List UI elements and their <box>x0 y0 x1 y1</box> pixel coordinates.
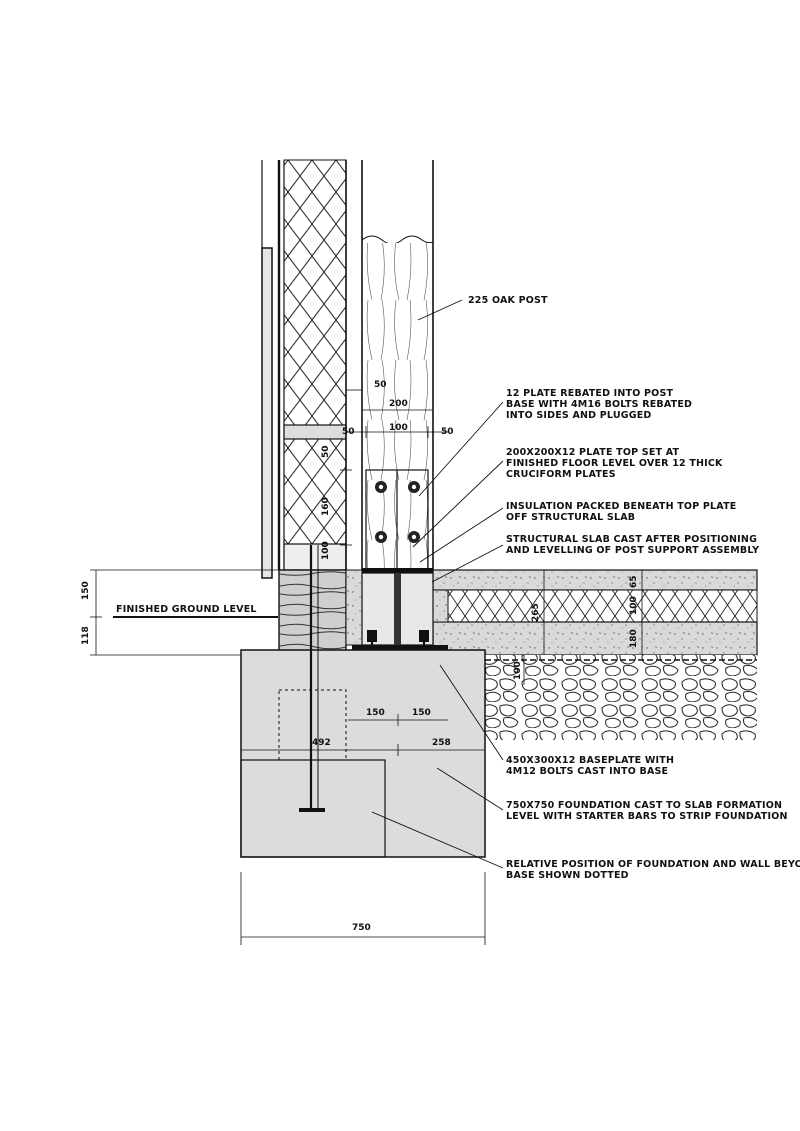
dim-160: 160 <box>321 497 331 516</box>
hardcore-fill <box>485 655 757 740</box>
dim-100-slab: 100 <box>629 596 639 615</box>
note-foundation-2: LEVEL WITH STARTER BARS TO STRIP FOUNDAT… <box>506 811 788 822</box>
oak-post <box>361 160 434 573</box>
dim-50-vert: 50 <box>321 445 331 458</box>
sole-plate <box>283 543 347 571</box>
foundation-pad <box>240 649 486 858</box>
dimensions <box>90 389 648 945</box>
post-bolts <box>375 481 420 543</box>
note-baseplate-1: 450X300X12 BASEPLATE WITH <box>506 755 674 766</box>
note-structural-slab-2: AND LEVELLING OF POST SUPPORT ASSEMBLY <box>506 545 759 556</box>
note-plate-rebated-3: INTO SIDES AND PLUGGED <box>506 410 652 421</box>
wall-insulation-lower <box>283 438 347 545</box>
dim-258: 258 <box>432 738 451 748</box>
note-baseplate-2: 4M12 BOLTS CAST INTO BASE <box>506 766 668 777</box>
dim-50-left: 50 <box>342 427 355 437</box>
dim-180: 180 <box>629 629 639 648</box>
note-structural-slab-1: STRUCTURAL SLAB CAST AFTER POSITIONING <box>506 534 757 545</box>
wall-nogging <box>283 424 347 440</box>
dim-100-vert: 100 <box>321 541 331 560</box>
slab-edge-insulation <box>432 589 449 623</box>
foundation <box>240 545 486 858</box>
note-foundation-1: 750X750 FOUNDATION CAST TO SLAB FORMATIO… <box>506 800 782 811</box>
dim-265: 265 <box>531 603 541 622</box>
note-insulation-1: INSULATION PACKED BENEATH TOP PLATE <box>506 501 736 512</box>
dim-200: 200 <box>389 399 408 409</box>
dim-150-left: 150 <box>81 581 91 600</box>
cavity-fill <box>345 569 363 646</box>
floor-slab <box>432 569 758 740</box>
note-finished-ground-level: FINISHED GROUND LEVEL <box>116 604 257 615</box>
note-plate-rebated-2: BASE WITH 4M16 BOLTS REBATED <box>506 399 692 410</box>
slab-insulation <box>447 589 758 623</box>
post-support-assembly <box>352 572 448 690</box>
note-plate-rebated-1: 12 PLATE REBATED INTO POST <box>506 388 673 399</box>
post-break-line <box>361 235 434 245</box>
dim-100-sub: 100 <box>513 661 523 680</box>
baseplate <box>352 645 448 650</box>
dimension-labels: 50 200 50 100 50 50 160 100 150 118 265 … <box>81 380 639 933</box>
note-top-plate-3: CRUCIFORM PLATES <box>506 469 616 480</box>
dim-65: 65 <box>629 575 639 588</box>
dim-100: 100 <box>389 423 408 433</box>
note-relative-position-2: BASE SHOWN DOTTED <box>506 870 629 881</box>
slab-topping <box>432 569 758 591</box>
dim-150-bolt-a: 150 <box>366 708 385 718</box>
dim-118: 118 <box>81 626 91 645</box>
note-top-plate-1: 200X200X12 PLATE TOP SET AT <box>506 447 680 458</box>
dim-50-top: 50 <box>374 380 387 390</box>
note-oak-post: 225 OAK POST <box>468 295 548 306</box>
dim-750: 750 <box>352 923 371 933</box>
top-plate <box>362 568 433 573</box>
wall-insulation-upper <box>283 159 347 426</box>
wall-assembly <box>261 159 347 579</box>
structural-slab <box>432 621 758 656</box>
annotations: 225 OAK POST 12 PLATE REBATED INTO POST … <box>116 295 800 881</box>
dim-492: 492 <box>312 738 331 748</box>
leader-lines <box>371 299 504 869</box>
note-top-plate-2: FINISHED FLOOR LEVEL OVER 12 THICK <box>506 458 723 469</box>
outer-cladding <box>261 247 273 579</box>
dim-50-right: 50 <box>441 427 454 437</box>
cruciform-web <box>394 573 401 645</box>
dim-150-bolt-b: 150 <box>412 708 431 718</box>
note-insulation-2: OFF STRUCTURAL SLAB <box>506 512 635 523</box>
wall-beyond-dotted <box>278 689 347 761</box>
note-relative-position-1: RELATIVE POSITION OF FOUNDATION AND WALL… <box>506 859 800 870</box>
